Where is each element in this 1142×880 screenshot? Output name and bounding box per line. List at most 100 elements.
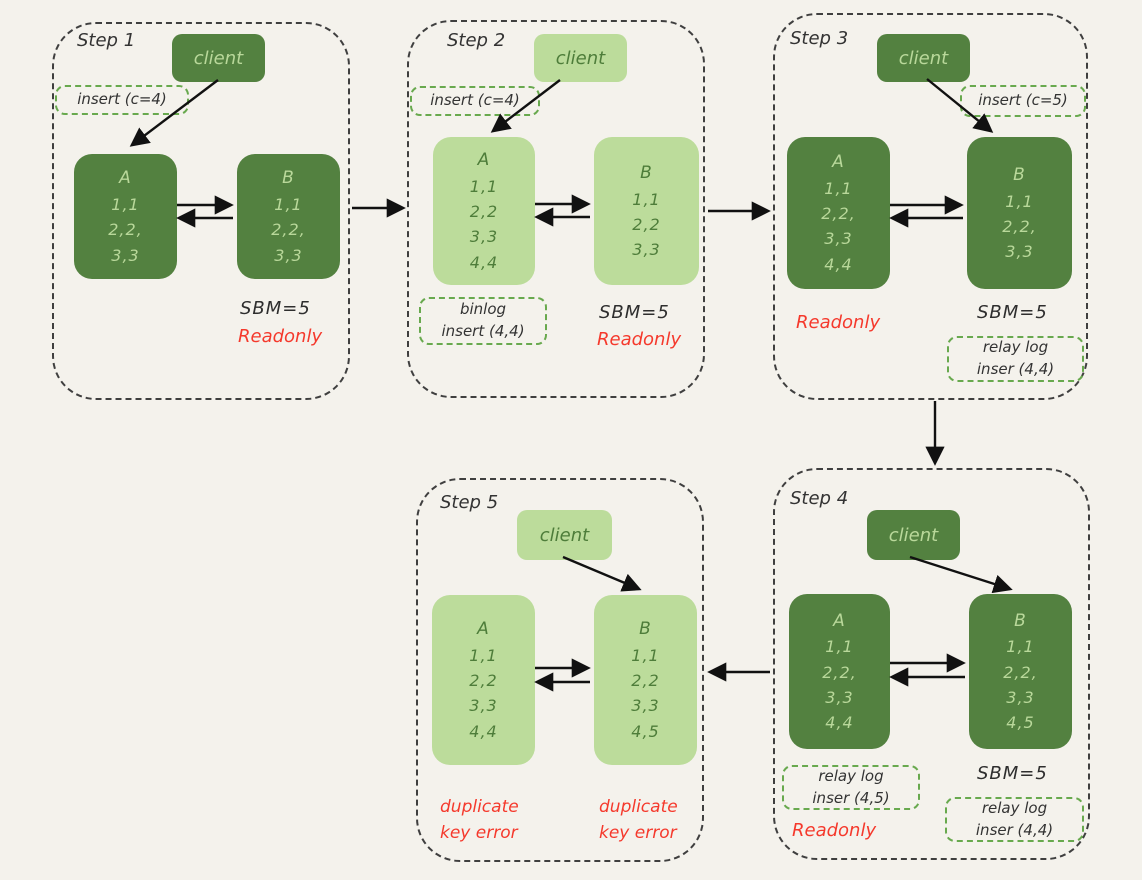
step-5-error-a: duplicate key error [440,794,519,847]
relay-note-line: relay log [981,798,1048,817]
step-3-insert-note: insert (c=5) [960,85,1086,117]
step-2-node-b: B 1,1 2,2 3,3 [594,137,699,285]
step-1-insert-note: insert (c=4) [55,85,189,115]
step-1-insert-note-text: insert (c=4) [77,90,167,109]
step-4-label: Step 4 [790,488,849,509]
step-5-label: Step 5 [440,492,499,513]
error-line: key error [440,823,518,844]
node-a-title: A [832,152,845,173]
step-3-relay-note: relay log inser (4,4) [947,336,1084,382]
node-a-row: 1,1 [824,178,853,198]
step-3-node-a: A 1,1 2,2, 3,3 4,4 [787,137,890,289]
step-2-node-a: A 1,1 2,2 3,3 4,4 [433,137,535,285]
relay-note-line: relay log [982,338,1049,357]
node-b-row: 1,1 [274,195,303,215]
relay-note-line: relay log [818,766,884,785]
node-b-row: 1,1 [632,189,661,209]
error-line: duplicate [599,797,678,817]
node-a-row: 3,3 [825,687,854,707]
node-a-row: 3,3 [469,227,499,247]
node-b-title: B [282,168,295,189]
step-1-panel: Step 1 client insert (c=4) A 1,1 2,2, 3,… [52,22,350,400]
node-b-row: 2,2 [632,214,661,234]
step-4-sbm-label: SBM=5 [977,763,1048,784]
node-a-row: 2,2 [469,202,499,222]
step-2-panel: Step 2 client insert (c=4) A 1,1 2,2 3,3… [407,20,705,398]
step-1-readonly-label: Readonly [238,326,323,347]
node-b-row: 2,2, [1003,662,1038,682]
step-4-node-a: A 1,1 2,2, 3,3 4,4 [789,594,890,749]
binlog-note-line: binlog [459,300,507,319]
relay-note-line: inser (4,4) [975,820,1054,839]
step-3-panel: Step 3 client insert (c=5) A 1,1 2,2, 3,… [773,13,1088,400]
node-b-row: 4,5 [631,721,660,741]
binlog-note-line: insert (4,4) [441,322,525,340]
node-a-row: 4,4 [469,252,499,272]
step-3-client-box: client [877,34,970,82]
step-1-client-box: client [172,34,265,82]
step-2-sbm-label: SBM=5 [599,302,670,323]
step-3-insert-note-text: insert (c=5) [978,91,1068,110]
relay-note-line: inser (4,4) [976,360,1055,378]
node-a-row: 3,3 [824,229,853,249]
step-5-panel: Step 5 client A 1,1 2,2 3,3 4,4 B 1,1 2,… [416,478,704,862]
step-4-client-box: client [867,510,960,560]
node-a-row: 1,1 [469,176,499,196]
node-b-row: 3,3 [274,245,303,265]
node-a-row: 2,2, [108,220,143,240]
step-2-insert-note: insert (c=4) [410,86,540,116]
node-b-row: 3,3 [632,240,661,260]
step-4-readonly-label: Readonly [792,820,877,841]
step-1-node-a: A 1,1 2,2, 3,3 [74,154,177,279]
node-a-row: 3,3 [469,696,498,716]
node-b-row: 2,2, [1002,216,1037,236]
step-5-node-b: B 1,1 2,2 3,3 4,5 [594,595,697,765]
step-5-error-b: duplicate key error [599,794,678,847]
node-b-row: 1,1 [631,645,660,665]
node-b-row: 2,2, [271,220,306,240]
node-b-title: B [640,162,653,183]
node-b-title: B [639,619,652,640]
node-b-row: 2,2 [631,671,660,691]
node-a-row: 1,1 [825,637,854,657]
node-b-row: 3,3 [1006,687,1035,707]
step-4-panel: Step 4 client A 1,1 2,2, 3,3 4,4 B 1,1 2… [773,468,1090,860]
step-1-node-b: B 1,1 2,2, 3,3 [237,154,340,279]
step-3-node-b: B 1,1 2,2, 3,3 [967,137,1072,289]
step-2-insert-note-text: insert (c=4) [430,91,520,110]
node-a-row: 4,4 [825,713,854,733]
node-a-row: 3,3 [111,245,140,265]
step-3-label: Step 3 [790,28,849,49]
step-4-relay-note-a: relay log inser (4,5) [782,765,920,810]
step-2-label: Step 2 [447,30,506,51]
node-b-row: 4,5 [1006,713,1035,733]
error-line: key error [599,823,677,844]
node-b-row: 1,1 [1005,191,1034,211]
node-b-title: B [1014,610,1027,631]
step-1-sbm-label: SBM=5 [240,298,311,319]
step-2-client-box: client [534,34,627,82]
node-a-row: 4,4 [469,721,498,741]
node-a-title: A [477,150,491,171]
node-a-row: 1,1 [469,645,498,665]
step-3-readonly-label: Readonly [796,312,881,333]
relay-note-line: inser (4,5) [812,788,890,807]
step-4-relay-note-b: relay log inser (4,4) [945,797,1084,842]
node-b-row: 3,3 [631,696,660,716]
step-2-readonly-label: Readonly [597,329,682,350]
node-a-row: 2,2, [821,204,856,224]
node-b-title: B [1013,164,1026,185]
step-2-binlog-note: binlog insert (4,4) [419,297,547,345]
node-a-row: 2,2 [469,671,498,691]
step-1-label: Step 1 [77,30,136,51]
step-3-sbm-label: SBM=5 [977,302,1048,323]
error-line: duplicate [440,797,519,817]
node-a-title: A [119,168,132,189]
step-4-node-b: B 1,1 2,2, 3,3 4,5 [969,594,1072,749]
node-a-title: A [477,619,490,640]
node-a-title: A [833,610,846,631]
node-a-row: 2,2, [822,662,857,682]
node-a-row: 1,1 [111,195,140,215]
step-5-node-a: A 1,1 2,2 3,3 4,4 [432,595,535,765]
